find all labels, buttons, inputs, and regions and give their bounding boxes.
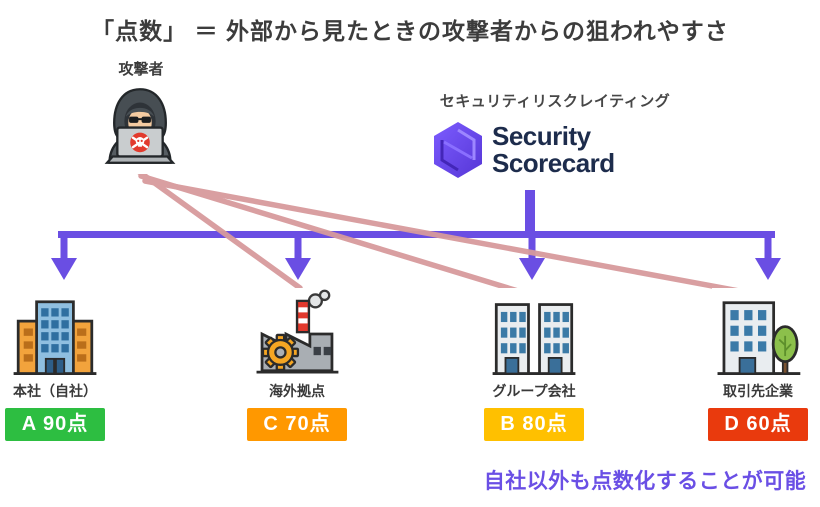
logo-text: Security Scorecard bbox=[492, 123, 615, 177]
hexagon-logo-icon bbox=[434, 122, 482, 178]
office-building-icon bbox=[9, 288, 101, 380]
score-badge: D 60点 bbox=[708, 408, 808, 441]
page-title: 「点数」 ＝ 外部から見たときの攻撃者からの狙われやすさ bbox=[91, 18, 729, 44]
entity-column-headquarters: 本社（自社） A 90点 bbox=[5, 288, 105, 441]
score-badge: B 80点 bbox=[484, 408, 584, 441]
rating-arrows bbox=[51, 190, 781, 280]
securityscorecard-logo: Security Scorecard bbox=[431, 120, 615, 180]
score-badge: C 70点 bbox=[247, 408, 347, 441]
entity-column-partner: 取引先企業 D 60点 bbox=[708, 288, 808, 441]
twin-buildings-icon bbox=[488, 288, 580, 380]
factory-icon bbox=[251, 288, 343, 380]
building-tree-icon bbox=[712, 288, 804, 380]
entity-column-group: グループ会社 B 80点 bbox=[484, 288, 584, 441]
logo-line1: Security bbox=[492, 121, 591, 152]
attacker-label: 攻撃者 bbox=[118, 61, 164, 78]
entity-label: 本社（自社） bbox=[13, 383, 97, 399]
entity-label: グループ会社 bbox=[492, 383, 576, 399]
score-badge: A 90点 bbox=[5, 408, 105, 441]
attack-path-lines bbox=[135, 168, 791, 303]
entity-label: 海外拠点 bbox=[269, 383, 325, 399]
logo-line2: Scorecard bbox=[492, 148, 615, 178]
rating-label: セキュリティリスクレイティング bbox=[439, 93, 671, 110]
hacker-icon bbox=[97, 78, 183, 174]
note-text: 自社以外も点数化することが可能 bbox=[483, 470, 807, 493]
entity-label: 取引先企業 bbox=[723, 383, 793, 399]
entity-column-overseas: 海外拠点 C 70点 bbox=[247, 288, 347, 441]
